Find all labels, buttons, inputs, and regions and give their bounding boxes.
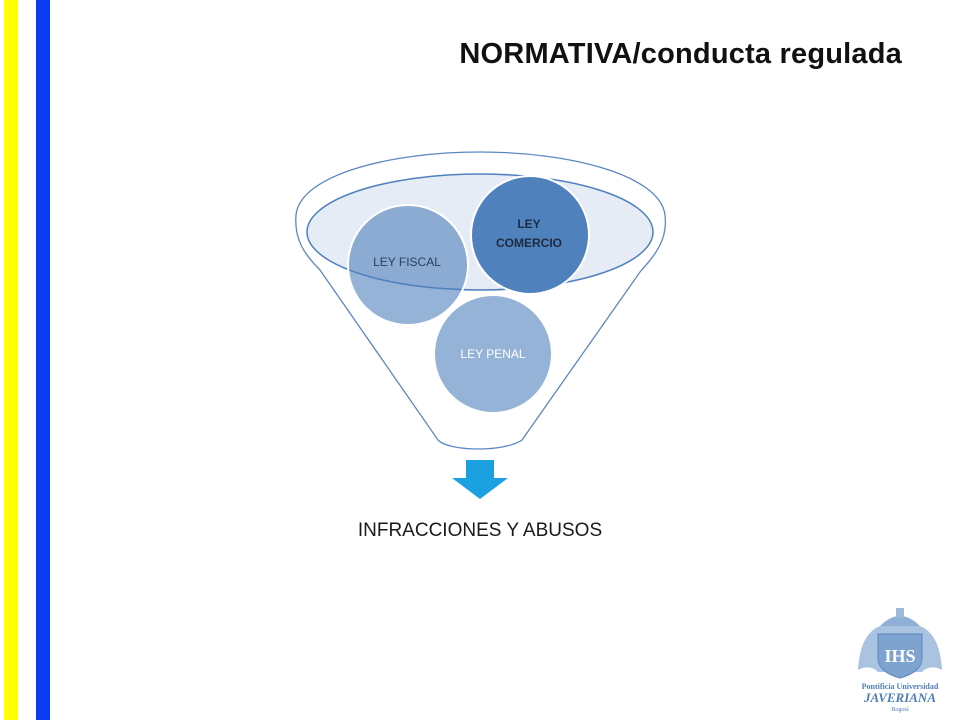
blue-side-bar xyxy=(36,0,50,720)
crest-monogram-icon: IHS xyxy=(884,646,915,666)
crest-shield xyxy=(877,633,923,679)
crest-top xyxy=(896,608,904,618)
label-ley-penal: LEY PENAL xyxy=(460,347,525,361)
circle-ley-fiscal xyxy=(347,204,469,326)
logo-line3: Bogotá xyxy=(891,707,909,713)
yellow-side-bar xyxy=(4,0,18,720)
down-arrow-icon xyxy=(452,460,508,499)
page-title: NORMATIVA/conducta regulada xyxy=(459,38,902,70)
label-ley-fiscal: LEY FISCAL xyxy=(373,255,441,269)
outcome-label: INFRACCIONES Y ABUSOS xyxy=(357,520,603,541)
circle-ley-comercio xyxy=(470,175,590,295)
label-ley-comercio-line2: COMERCIO xyxy=(496,236,562,250)
logo-line2: JAVERIANA xyxy=(863,690,936,705)
crest-crown xyxy=(880,616,920,626)
javeriana-logo: IHS Pontificia Universidad JAVERIANA Bog… xyxy=(858,608,942,713)
circle-ley-penal xyxy=(433,294,553,414)
logo-line1: Pontificia Universidad xyxy=(862,682,939,691)
label-ley-comercio-line1: LEY xyxy=(517,217,540,231)
